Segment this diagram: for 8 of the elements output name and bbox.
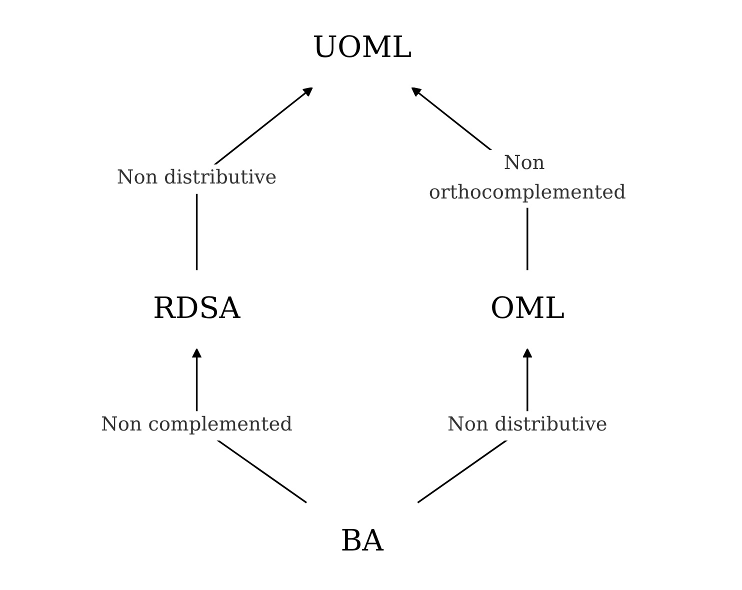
edge-label: Non distributive [116,166,277,190]
node-text: OML [490,292,564,326]
edge-label: Non distributive [448,413,608,436]
edge-label: Non orthocomplemented [428,152,626,204]
node-text: RDSA [153,292,241,326]
node-text: UOML [312,30,412,65]
edge-label: Non complemented [101,413,293,436]
node-text: BA [340,524,384,558]
